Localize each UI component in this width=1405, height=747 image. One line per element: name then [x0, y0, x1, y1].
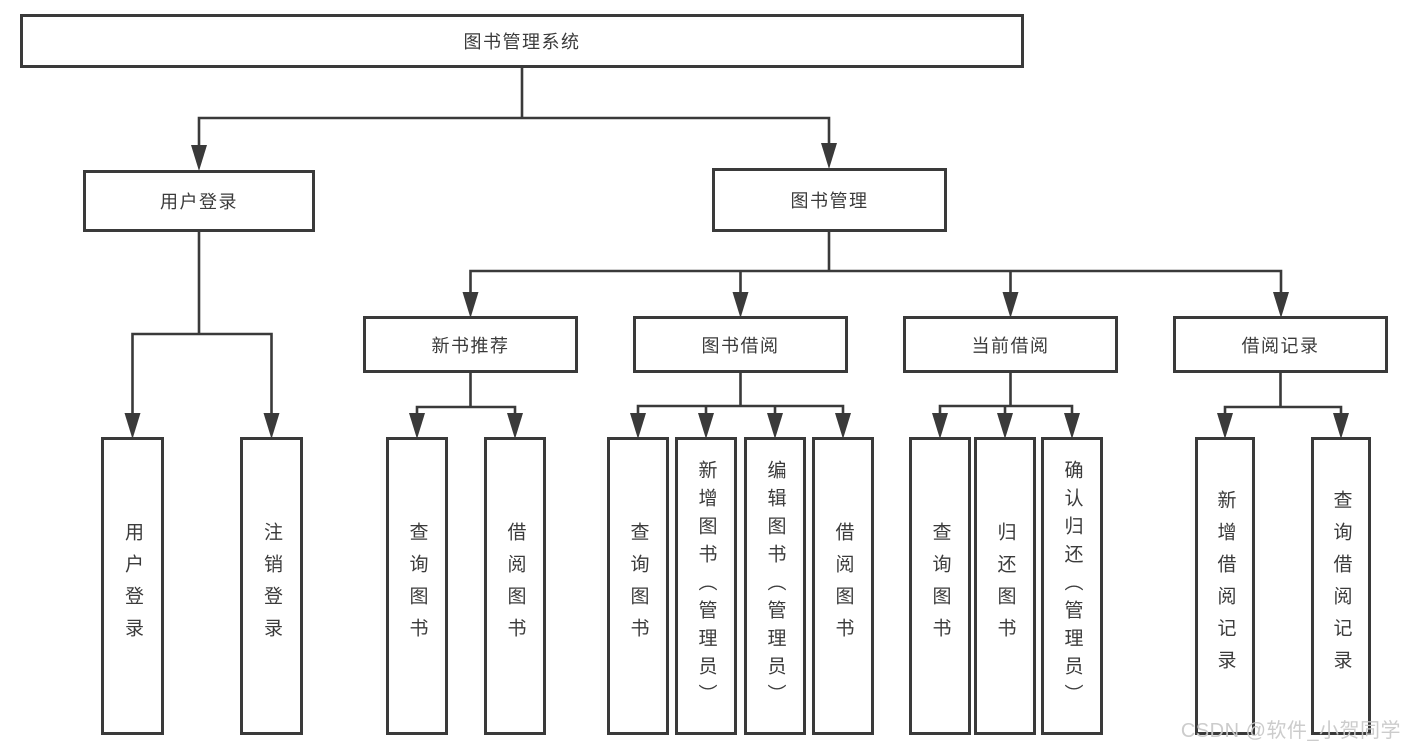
node-leaf-query-books-borrowing: 查询图书 [607, 437, 669, 735]
connector-book-borrow-to-leaves [630, 373, 851, 439]
node-user-login: 用户登录 [83, 170, 315, 232]
node-borrowing-records: 借阅记录 [1173, 316, 1388, 373]
csdn-watermark: CSDN @软件_小贺同学 [1180, 720, 1401, 742]
connector-user-login-to-leaves [124, 232, 280, 439]
node-leaf-return-books: 归还图书 [974, 437, 1036, 735]
node-book-borrowing: 图书借阅 [633, 316, 848, 373]
node-leaf-query-borrow-record: 查询借阅记录 [1311, 437, 1371, 735]
node-leaf-confirm-return-admin: 确认归还（管理员） [1041, 437, 1103, 735]
node-leaf-query-books-recommend: 查询图书 [386, 437, 448, 735]
connector-new-book-to-leaves [409, 373, 523, 439]
node-leaf-borrow-books-recommend: 借阅图书 [484, 437, 546, 735]
node-book-management: 图书管理 [712, 168, 947, 232]
node-leaf-edit-books-admin: 编辑图书（管理员） [744, 437, 806, 735]
connector-root-to-level2 [191, 68, 837, 171]
node-new-book-recommendation: 新书推荐 [363, 316, 578, 373]
node-leaf-query-books-current: 查询图书 [909, 437, 971, 735]
node-current-borrowing: 当前借阅 [903, 316, 1118, 373]
node-leaf-logout: 注销登录 [240, 437, 303, 735]
connector-book-mgmt-to-level3 [462, 232, 1289, 318]
node-leaf-add-books-admin: 新增图书（管理员） [675, 437, 737, 735]
connector-borrow-record-to-leaves [1217, 373, 1349, 439]
node-leaf-user-login: 用户登录 [101, 437, 164, 735]
node-leaf-borrow-books: 借阅图书 [812, 437, 874, 735]
node-leaf-add-borrow-record: 新增借阅记录 [1195, 437, 1255, 735]
node-library-management-system: 图书管理系统 [20, 14, 1024, 68]
connector-current-borrow-to-leaves [932, 373, 1080, 439]
